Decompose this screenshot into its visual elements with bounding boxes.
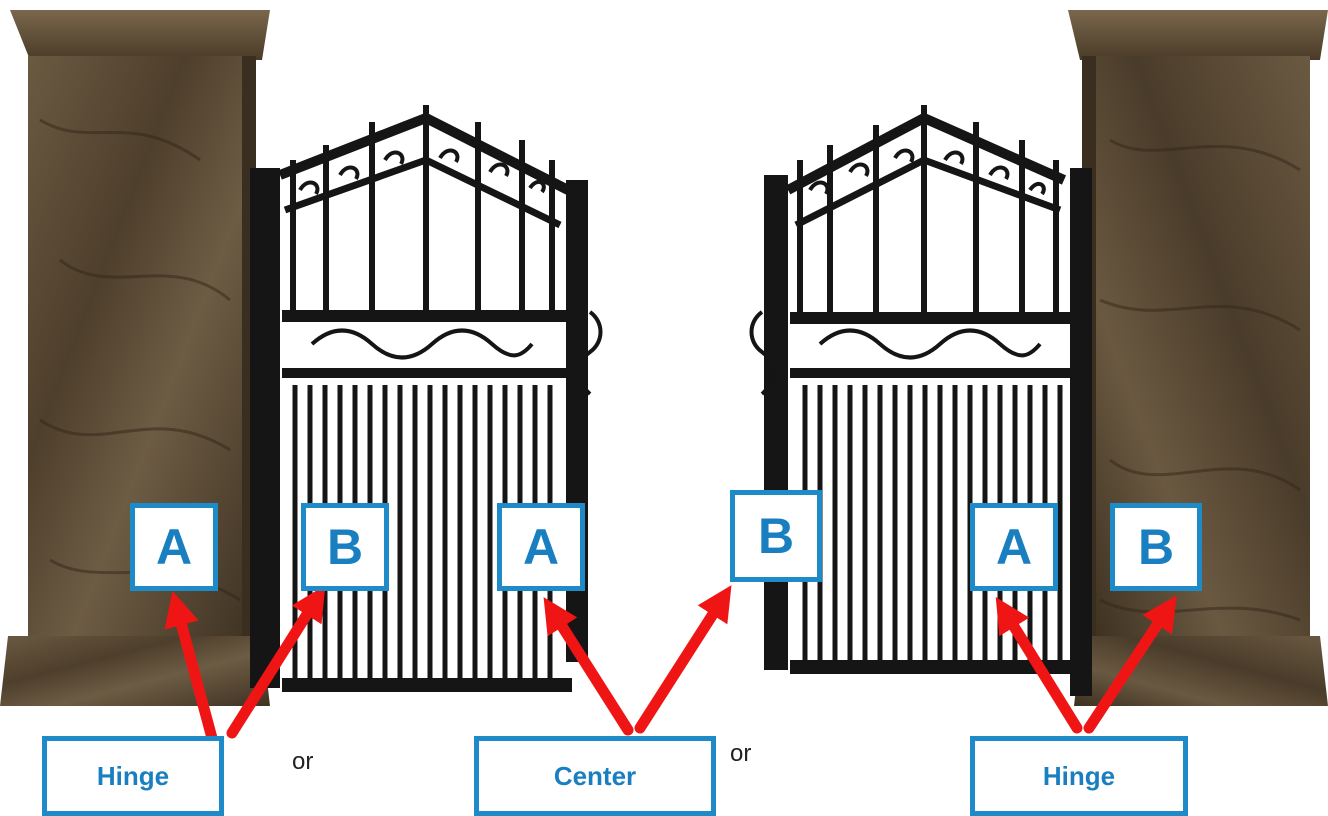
marker-left-b: B [301, 503, 389, 591]
arrow-center-to-b [634, 585, 732, 734]
label-center: Center [474, 736, 716, 816]
marker-center-a: A [497, 503, 585, 591]
label-left-hinge-text: Hinge [96, 760, 170, 791]
marker-center-b: B [730, 490, 822, 582]
marker-right-a-text: A [995, 519, 1033, 575]
marker-right-a: A [970, 503, 1058, 591]
marker-left-a: A [130, 503, 218, 591]
arrow-right-hinge-to-b [1083, 595, 1177, 734]
marker-right-b-text: B [1137, 519, 1175, 575]
label-right-hinge: Hinge [970, 736, 1188, 816]
arrow-left-hinge-to-b [226, 585, 326, 739]
arrow-right-hinge-to-a [995, 597, 1083, 734]
marker-center-b-text: B [757, 508, 795, 564]
left-gate [250, 105, 603, 692]
label-center-text: Center [553, 760, 637, 791]
marker-left-b-text: B [326, 519, 364, 575]
or-text-1: or [292, 748, 314, 775]
right-stone-pillar [1068, 10, 1328, 706]
marker-center-a-text: A [522, 519, 560, 575]
label-right-hinge-text: Hinge [1042, 760, 1116, 791]
label-left-hinge: Hinge [42, 736, 224, 816]
right-gate [749, 105, 1092, 696]
marker-right-b: B [1110, 503, 1202, 591]
left-stone-pillar [0, 10, 270, 706]
arrow-left-hinge-to-a [164, 591, 218, 744]
or-text-2: or [730, 740, 752, 767]
marker-left-a-text: A [155, 519, 193, 575]
arrow-center-to-a [543, 597, 634, 736]
